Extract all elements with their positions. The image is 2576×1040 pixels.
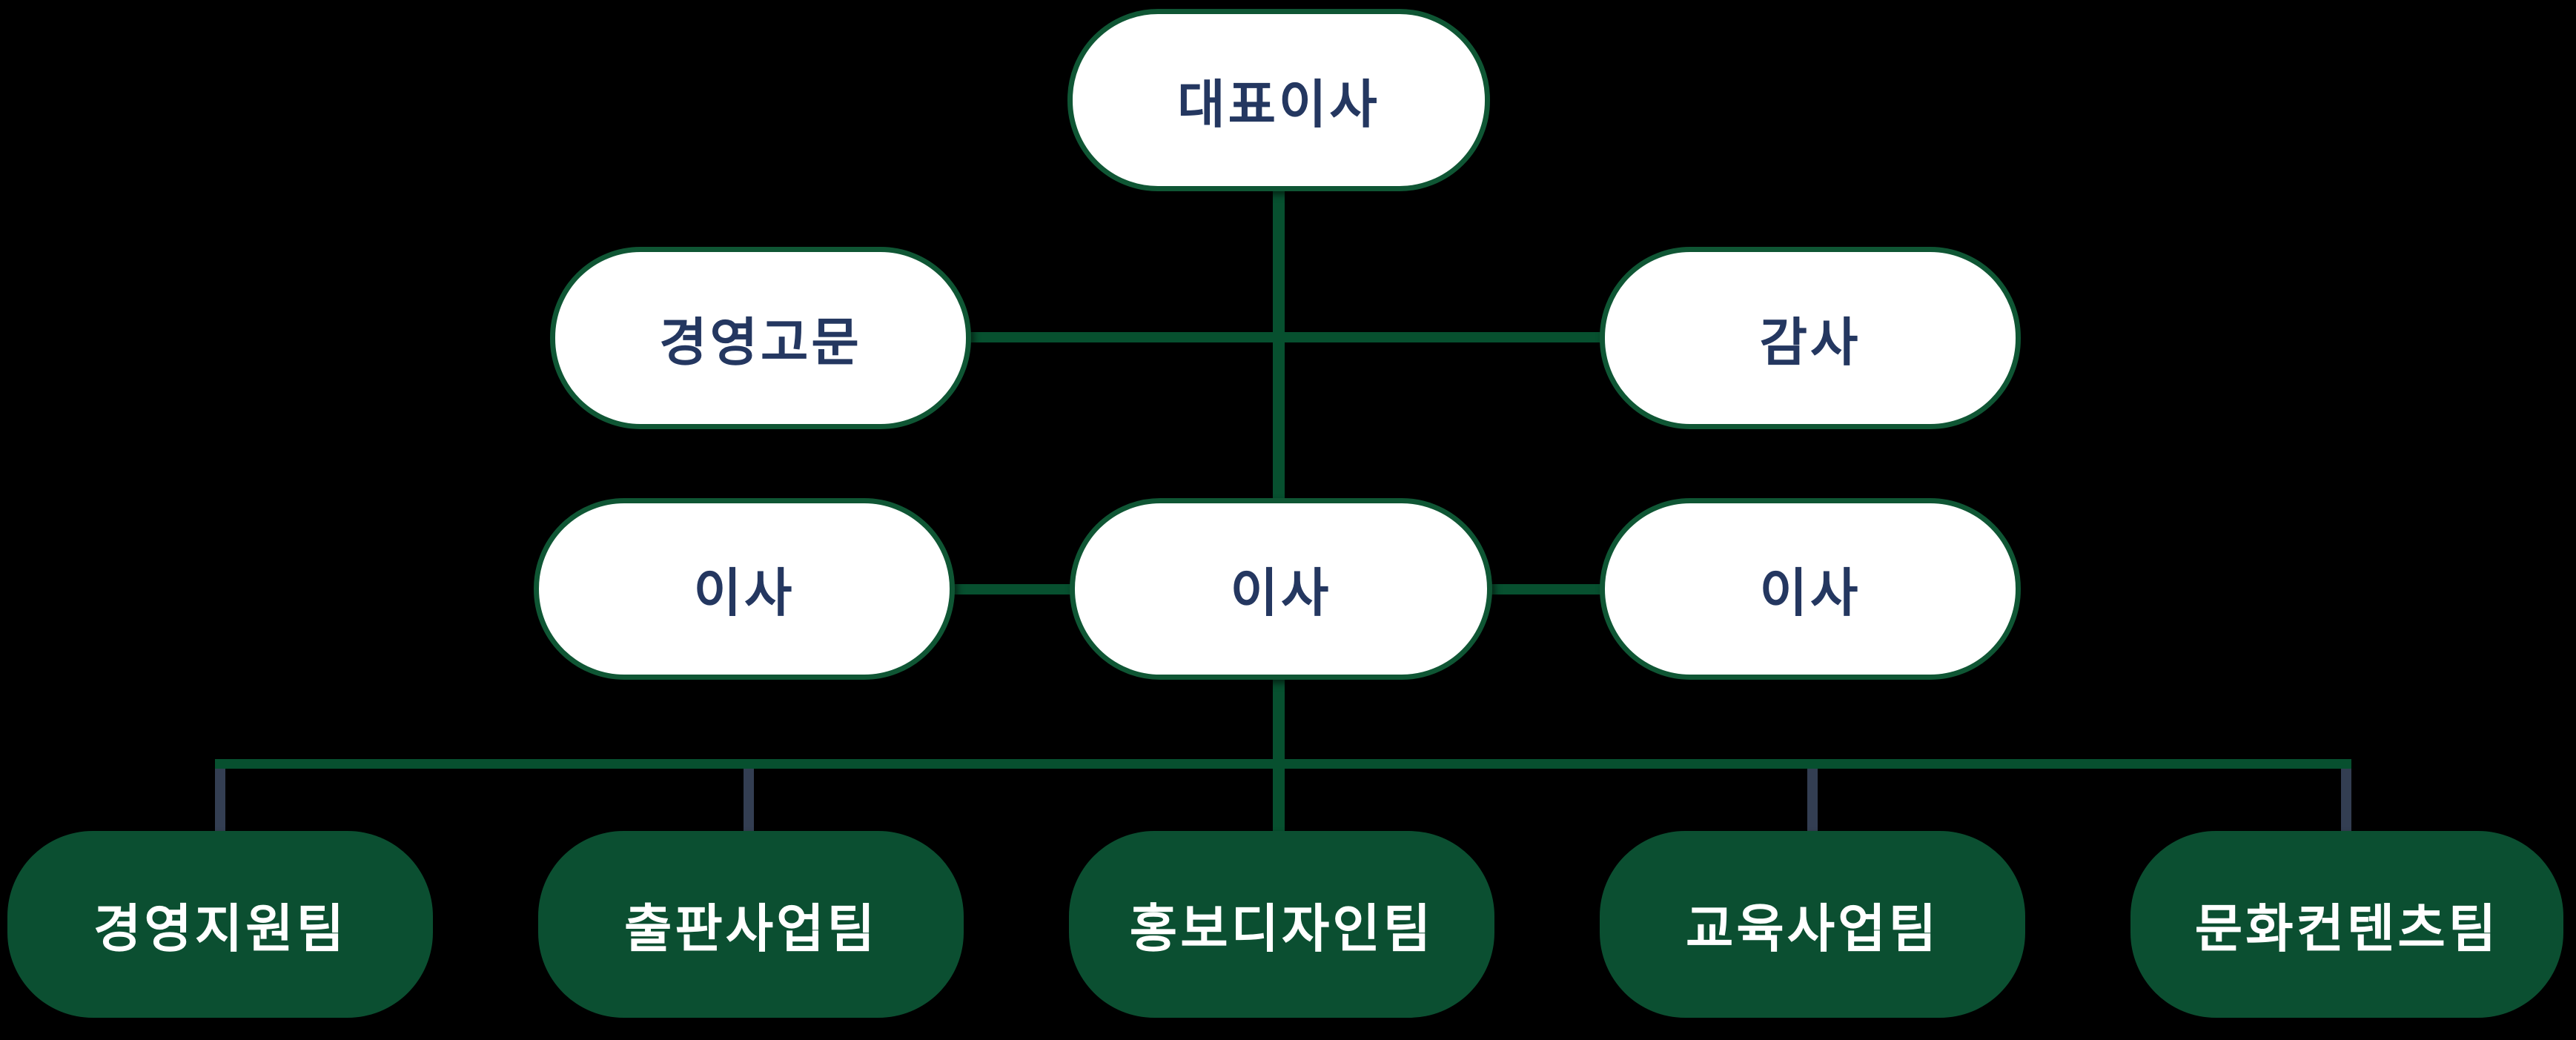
- org-node-team-5-label: 문화컨텐츠팀: [2194, 899, 2500, 958]
- org-node-auditor-label: 감사: [1759, 313, 1861, 371]
- org-node-director-center-label: 이사: [1230, 564, 1332, 622]
- org-node-auditor: 감사: [1600, 247, 2021, 429]
- org-node-advisor-label: 경영고문: [659, 313, 862, 371]
- org-node-team-pr-design: 홍보디자인팀: [1069, 831, 1494, 1018]
- org-node-director-left: 이사: [534, 498, 955, 680]
- connector-director-left-to-center: [952, 584, 1073, 594]
- org-node-director-right-label: 이사: [1759, 564, 1861, 622]
- org-node-team-management-support: 경영지원팀: [7, 831, 433, 1018]
- connector-director-center-to-teams: [1273, 678, 1285, 834]
- org-node-team-4-label: 교육사업팀: [1686, 899, 1939, 958]
- org-node-team-education: 교육사업팀: [1600, 831, 2025, 1018]
- org-node-team-publishing: 출판사업팀: [538, 831, 964, 1018]
- org-node-team-2-label: 출판사업팀: [624, 899, 878, 958]
- connector-drop-team-4: [1807, 761, 1818, 832]
- connector-teams-horizontal: [215, 759, 2351, 769]
- connector-advisor-to-auditor: [968, 332, 1603, 342]
- org-node-director-center: 이사: [1070, 498, 1492, 680]
- org-node-ceo: 대표이사: [1067, 9, 1490, 191]
- connector-ceo-to-director-center: [1273, 190, 1285, 503]
- org-node-team-3-label: 홍보디자인팀: [1129, 899, 1434, 958]
- org-node-team-culture-contents: 문화컨텐츠팀: [2130, 831, 2563, 1018]
- connector-drop-team-1: [215, 761, 225, 832]
- connector-drop-team-5: [2341, 761, 2351, 832]
- org-node-team-1-label: 경영지원팀: [93, 899, 347, 958]
- org-node-director-left-label: 이사: [693, 564, 795, 622]
- org-node-advisor: 경영고문: [550, 247, 971, 429]
- connector-director-center-to-right: [1489, 584, 1603, 594]
- org-node-director-right: 이사: [1600, 498, 2021, 680]
- connector-drop-team-2: [744, 761, 754, 832]
- org-node-ceo-label: 대표이사: [1177, 75, 1380, 133]
